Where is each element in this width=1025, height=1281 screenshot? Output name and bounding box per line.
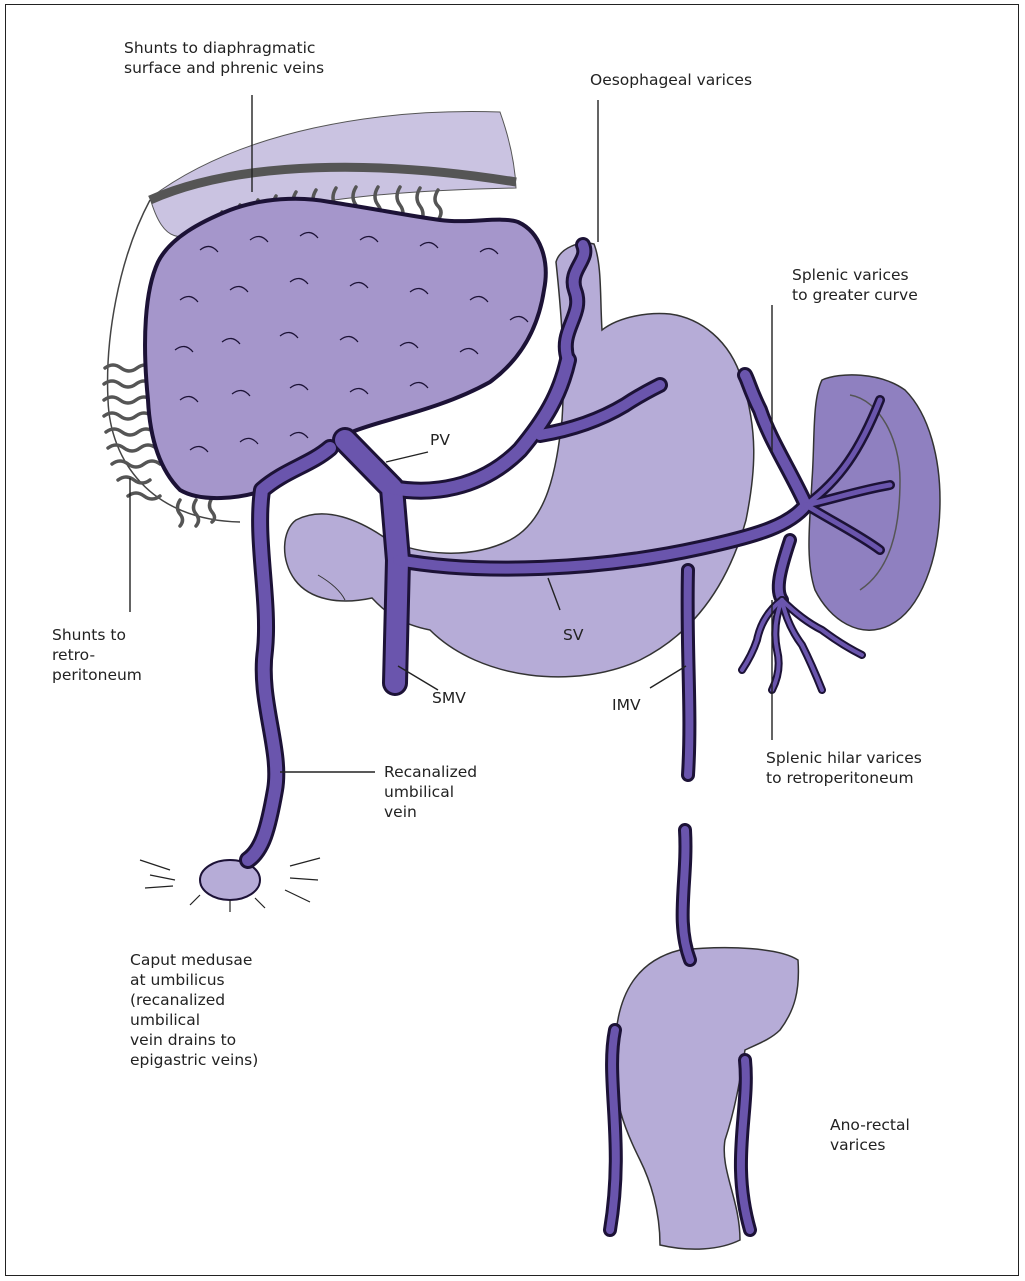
label-recanalized-umbilical-vein: Recanalized umbilical vein: [384, 762, 477, 822]
label-splenic-greater-curve: Splenic varices to greater curve: [792, 265, 918, 305]
label-sv: SV: [563, 625, 583, 645]
imv-vein: [688, 570, 690, 775]
label-imv: IMV: [612, 695, 641, 715]
label-shunts-diaphragm: Shunts to diaphragmatic surface and phre…: [124, 38, 324, 78]
umbilical-vein: [248, 448, 330, 860]
label-oesophageal: Oesophageal varices: [590, 70, 752, 90]
label-pv: PV: [430, 430, 450, 450]
label-splenic-hilar: Splenic hilar varices to retroperitoneum: [766, 748, 922, 788]
label-smv: SMV: [432, 688, 466, 708]
label-shunts-retroperitoneum: Shunts to retro- peritoneum: [52, 625, 142, 685]
label-anorectal: Ano-rectal varices: [830, 1115, 910, 1155]
label-caput-medusae: Caput medusae at umbilicus (recanalized …: [130, 950, 258, 1070]
rectum: [615, 948, 799, 1249]
